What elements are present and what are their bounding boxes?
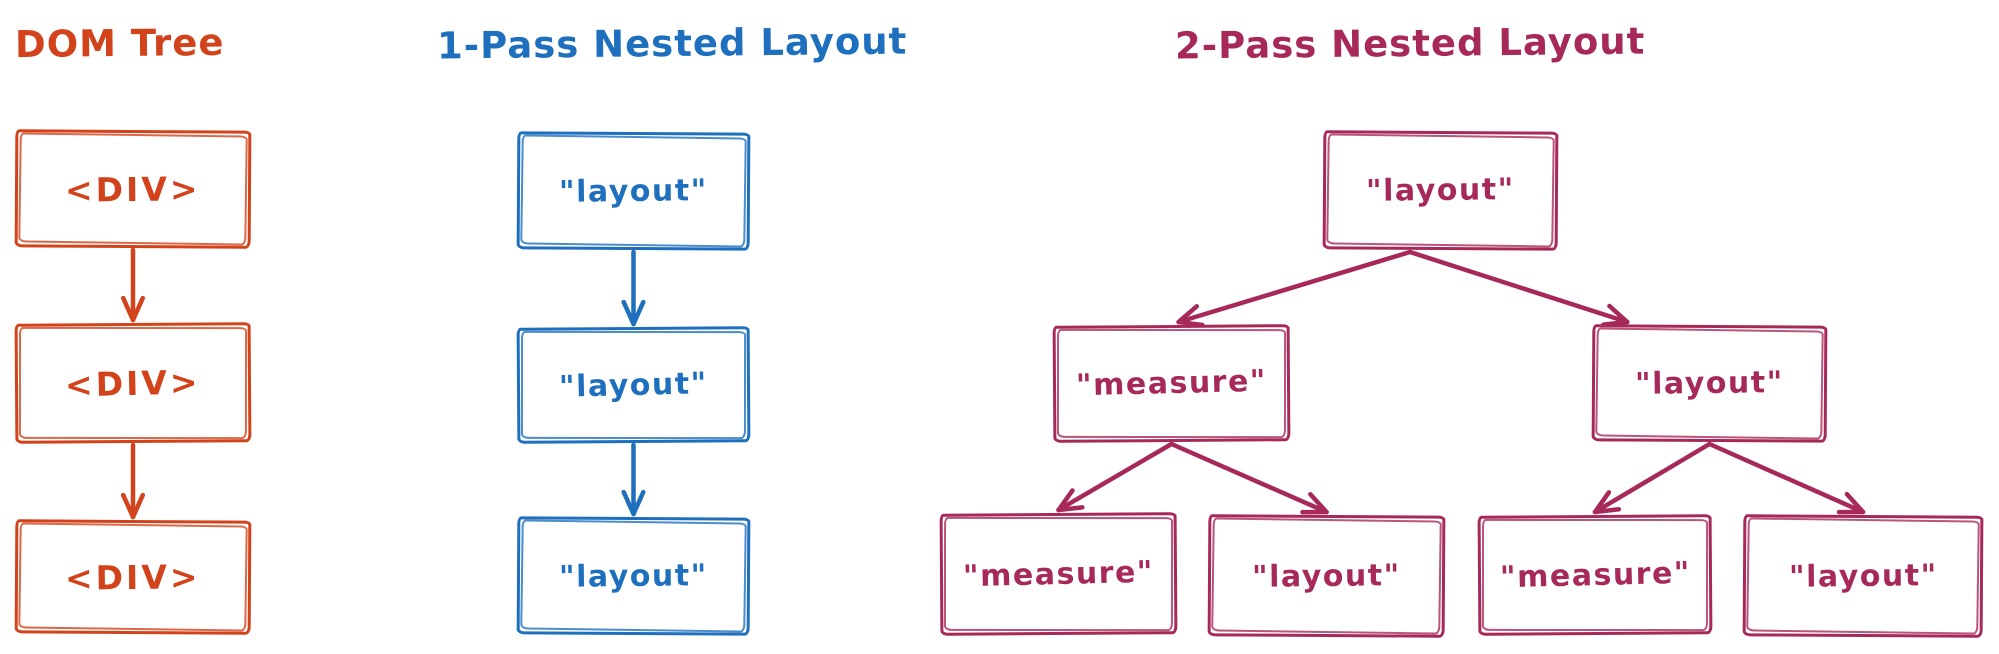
two-pass-leaf-layout-1-label: "layout" [1251, 557, 1402, 595]
dom-node-2-label: <DIV> [64, 361, 202, 405]
two-pass-leaf-measure-1: "measure" [939, 512, 1178, 636]
edge-arrow-tp-root-tp-mleft [1176, 249, 1413, 328]
section-title-dom-tree: DOM Tree [14, 20, 225, 67]
two-pass-measure-label: "measure" [1075, 363, 1268, 404]
edge-arrow-tp-mright-tp-b3 [1592, 441, 1712, 515]
two-pass-root-node: "layout" [1322, 130, 1559, 251]
two-pass-layout-node: "layout" [1591, 324, 1828, 443]
one-pass-node-2: "layout" [516, 326, 751, 444]
dom-node-2: <DIV> [14, 322, 252, 444]
two-pass-root-label: "layout" [1365, 172, 1516, 209]
two-pass-leaf-layout-1: "layout" [1207, 514, 1446, 638]
edge-arrow-dom1-dom2 [120, 247, 146, 323]
edge-arrow-tp-mleft-tp-b2 [1169, 441, 1329, 515]
one-pass-node-2-label: "layout" [558, 365, 709, 405]
two-pass-leaf-measure-2-label: "measure" [1499, 555, 1691, 595]
two-pass-layout-label: "layout" [1634, 365, 1785, 402]
one-pass-node-1: "layout" [516, 131, 751, 251]
one-pass-node-3-label: "layout" [558, 557, 709, 595]
two-pass-leaf-layout-2-label: "layout" [1788, 557, 1938, 595]
one-pass-node-1-label: "layout" [558, 172, 709, 210]
dom-node-3: <DIV> [14, 519, 252, 635]
two-pass-leaf-measure-1-label: "measure" [962, 554, 1155, 594]
section-title-one-pass: 1-Pass Nested Layout [436, 19, 908, 68]
edge-arrow-tp-root-tp-mright [1407, 249, 1630, 327]
edge-arrow-tp-mright-tp-b4 [1707, 441, 1866, 515]
dom-node-3-label: <DIV> [65, 556, 201, 598]
section-title-two-pass: 2-Pass Nested Layout [1174, 19, 1646, 68]
dom-node-1-label: <DIV> [65, 168, 201, 210]
edge-arrow-tp-mleft-tp-b1 [1056, 441, 1174, 513]
one-pass-node-3: "layout" [516, 516, 751, 636]
dom-node-1: <DIV> [14, 129, 252, 249]
edge-arrow-op2-op3 [621, 442, 646, 517]
edge-arrow-op1-op2 [621, 249, 646, 327]
edge-arrow-dom2-dom3 [120, 442, 146, 520]
two-pass-measure-node: "measure" [1052, 324, 1291, 443]
two-pass-leaf-layout-2: "layout" [1742, 514, 1984, 638]
two-pass-leaf-measure-2: "measure" [1477, 514, 1713, 636]
